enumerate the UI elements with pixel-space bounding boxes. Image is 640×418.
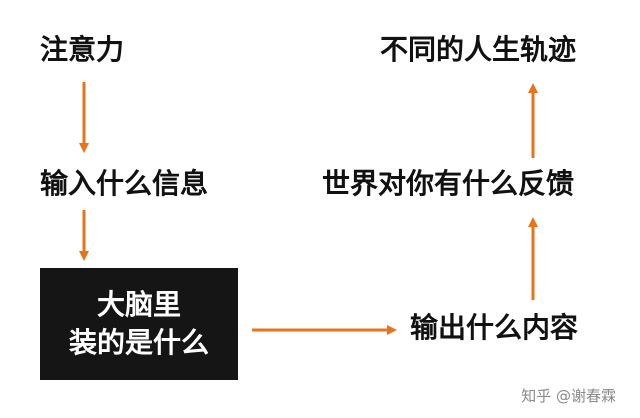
node-output-content: 输出什么内容	[410, 311, 579, 344]
node-input-information: 输入什么信息	[40, 167, 209, 200]
brain-box-line-1: 大脑里	[96, 288, 181, 322]
node-different-life-path: 不同的人生轨迹	[380, 33, 577, 66]
node-world-feedback: 世界对你有什么反馈	[322, 167, 575, 200]
watermark: 知乎 @谢春霖	[521, 387, 616, 405]
node-brain-box: 大脑里 装的是什么	[40, 268, 238, 380]
node-attention: 注意力	[40, 33, 125, 66]
brain-box-line-2: 装的是什么	[68, 326, 209, 359]
